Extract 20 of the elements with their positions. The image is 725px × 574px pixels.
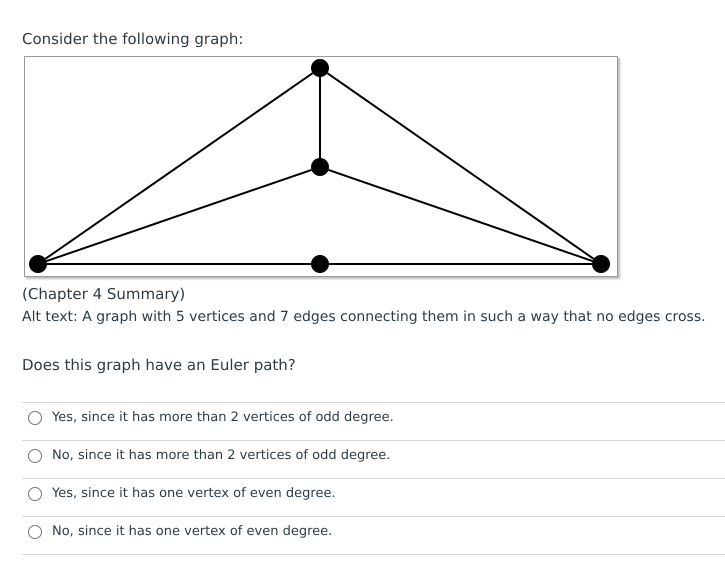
answer-option-text: No, since it has one vertex of even degree.	[52, 524, 332, 539]
vertex-dot	[311, 255, 329, 273]
graph-edge	[47, 263, 311, 265]
answer-option-text: No, since it has more than 2 vertices of odd degree.	[52, 448, 390, 463]
chapter-note: (Chapter 4 Summary)	[22, 285, 186, 303]
graph-edge	[319, 77, 321, 158]
answer-option-text: Yes, since it has more than 2 vertices of odd degree.	[52, 410, 394, 425]
question-text: Does this graph have an Euler path?	[22, 356, 296, 374]
prompt-text: Consider the following graph:	[22, 30, 244, 48]
graph-edge	[46, 168, 312, 262]
vertex-dot	[592, 255, 610, 273]
vertex-dot	[311, 158, 329, 176]
graph-edge	[328, 168, 593, 262]
graph-edge	[44, 72, 314, 260]
answer-option-text: Yes, since it has one vertex of even degree.	[52, 486, 336, 501]
vertex-dot	[311, 59, 329, 77]
graph-edge	[326, 72, 594, 260]
alt-text: Alt text: A graph with 5 vertices and 7 edges connecting them in such a way that no edges cross.	[22, 309, 706, 325]
graph-edge	[329, 263, 592, 265]
vertex-dot	[29, 255, 47, 273]
